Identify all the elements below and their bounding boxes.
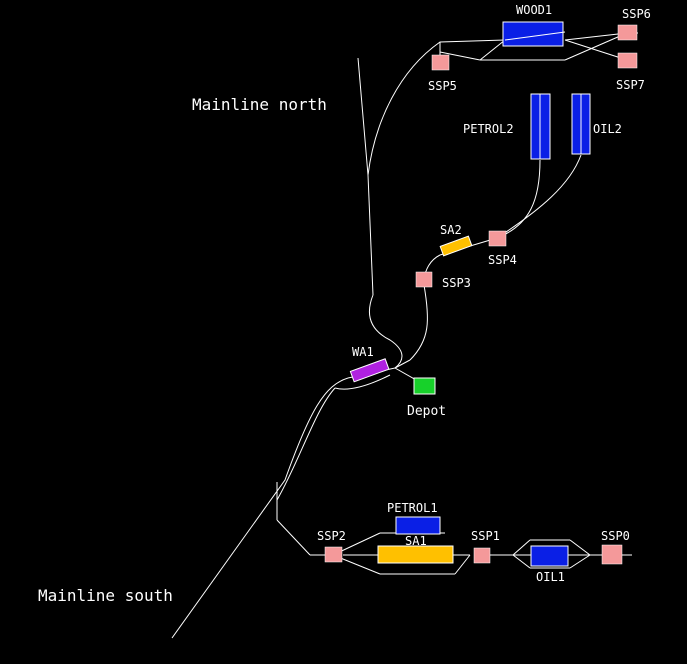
station-sa2[interactable]: SA2 (439, 223, 473, 257)
mainline-north-label: Mainline north (192, 95, 327, 114)
ssp0-box[interactable] (601, 544, 623, 565)
ssp2-label: SSP2 (317, 529, 346, 543)
ssp6-box[interactable] (617, 24, 638, 41)
ssp1-label: SSP1 (471, 529, 500, 543)
depot-label: Depot (407, 404, 446, 419)
ssp3-label: SSP3 (442, 276, 471, 290)
signal-ssp1[interactable]: SSP1 (471, 529, 500, 564)
ssp4-label: SSP4 (488, 253, 517, 267)
ssp5-label: SSP5 (428, 79, 457, 93)
station-petrol2[interactable]: PETROL2 (463, 93, 551, 160)
mainline-south-label: Mainline south (38, 586, 173, 605)
signal-ssp7[interactable]: SSP7 (616, 52, 645, 92)
sa1-label: SA1 (405, 534, 427, 548)
ssp7-label: SSP7 (616, 78, 645, 92)
ssp4-box[interactable] (488, 230, 507, 247)
oil1-box[interactable] (530, 545, 569, 567)
signal-ssp5[interactable]: SSP5 (428, 54, 457, 93)
signal-ssp2[interactable]: SSP2 (317, 529, 346, 563)
ssp3-box[interactable] (415, 271, 433, 288)
station-sa1[interactable]: SA1 (377, 534, 454, 564)
station-oil2[interactable]: OIL2 (571, 93, 622, 155)
station-petrol1[interactable]: PETROL1 (387, 501, 441, 535)
ssp5-box[interactable] (431, 54, 450, 71)
wa1-box[interactable] (349, 358, 390, 383)
wood1-label: WOOD1 (516, 3, 552, 17)
sa2-label: SA2 (440, 223, 462, 237)
ssp6-label: SSP6 (622, 7, 651, 21)
station-wa1[interactable]: WA1 (349, 345, 390, 383)
station-wood1[interactable]: WOOD1 (502, 3, 566, 47)
station-oil1[interactable]: OIL1 (530, 545, 569, 584)
ssp2-box[interactable] (324, 546, 343, 563)
wa1-label: WA1 (352, 345, 374, 359)
depot-box[interactable] (413, 377, 436, 395)
ssp7-box[interactable] (617, 52, 638, 69)
sa1-box[interactable] (377, 545, 454, 564)
station-depot[interactable]: Depot (407, 377, 446, 419)
signal-ssp3[interactable]: SSP3 (415, 271, 471, 290)
signal-ssp4[interactable]: SSP4 (488, 230, 517, 267)
signal-ssp6[interactable]: SSP6 (617, 7, 651, 41)
signal-ssp0[interactable]: SSP0 (601, 529, 630, 565)
ssp0-label: SSP0 (601, 529, 630, 543)
petrol1-label: PETROL1 (387, 501, 438, 515)
petrol2-label: PETROL2 (463, 122, 514, 136)
oil1-label: OIL1 (536, 570, 565, 584)
petrol1-box[interactable] (395, 516, 441, 535)
wood1-box[interactable] (502, 21, 564, 47)
sa2-box[interactable] (439, 235, 473, 257)
oil2-label: OIL2 (593, 122, 622, 136)
ssp1-box[interactable] (473, 547, 491, 564)
